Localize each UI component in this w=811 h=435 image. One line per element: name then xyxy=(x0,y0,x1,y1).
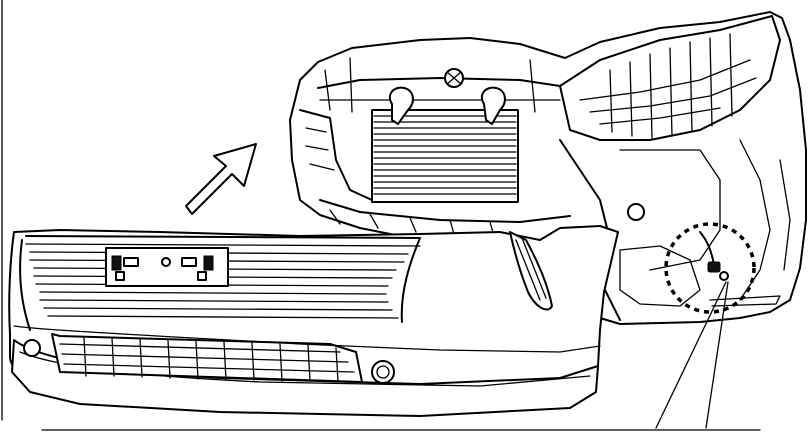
side-intake xyxy=(509,231,553,311)
callout-leader-lines xyxy=(655,281,729,429)
radiator-core xyxy=(371,109,519,203)
fog-lamp-right xyxy=(371,360,395,384)
headlamp-assembly xyxy=(559,15,781,141)
lower-grille xyxy=(51,333,363,383)
fog-lamp-left xyxy=(23,339,41,357)
connector-plug xyxy=(707,261,721,273)
connector-clip xyxy=(719,271,729,281)
front-end-structure xyxy=(289,11,807,325)
removal-direction-arrow xyxy=(185,143,257,215)
horn-left xyxy=(388,86,414,125)
license-plate-bracket xyxy=(105,247,229,287)
mounting-bolt xyxy=(627,203,645,221)
connector-callout-circle xyxy=(664,222,756,314)
front-bumper-cover xyxy=(8,225,619,417)
horn-right xyxy=(480,86,506,125)
